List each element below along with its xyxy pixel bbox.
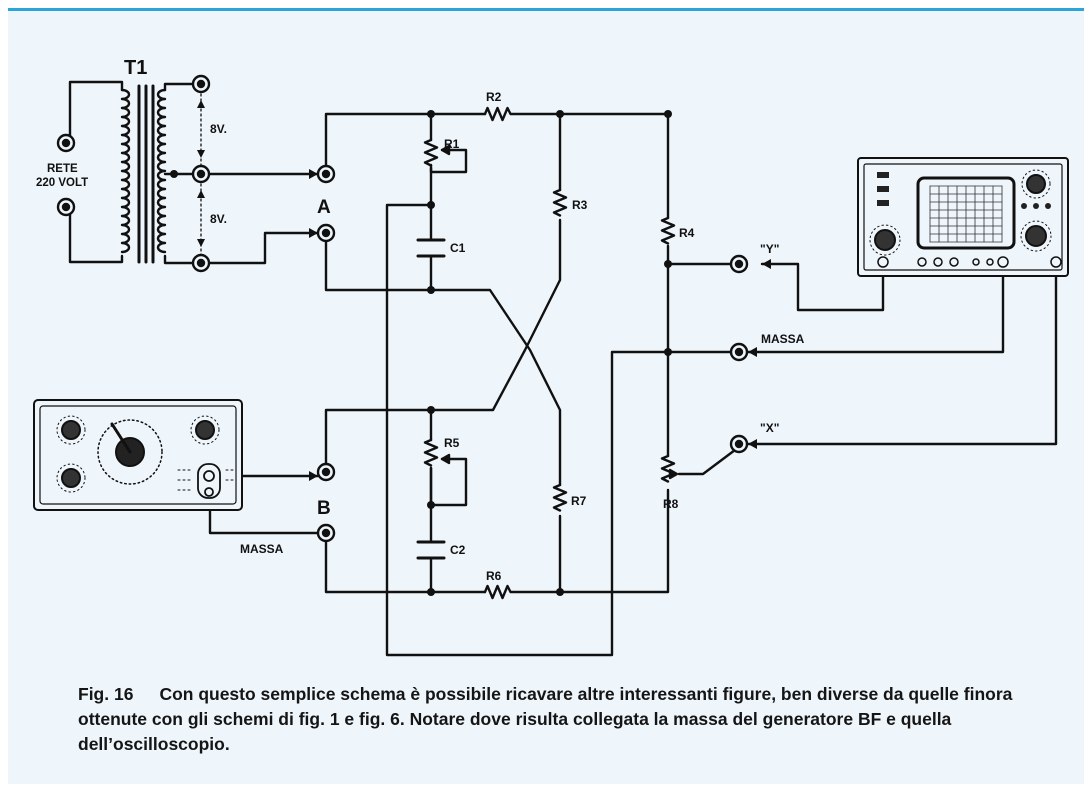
label-r4: R4	[679, 226, 695, 240]
r4-resistor	[660, 216, 676, 245]
label-b: B	[317, 498, 331, 519]
label-r2: R2	[486, 90, 502, 104]
generator-dial	[97, 419, 163, 485]
capacitors	[416, 238, 446, 560]
r6-resistor	[483, 584, 512, 600]
label-220-volt: 220 VOLT	[36, 177, 88, 189]
figure-caption-text: Con questo semplice schema è possibile r…	[78, 684, 1013, 754]
generator-knob-top-right	[190, 415, 220, 445]
figure-number: Fig. 16	[78, 684, 134, 704]
label-rete: RETE	[47, 163, 78, 175]
terminal-y	[729, 254, 749, 274]
junction-dots	[170, 110, 672, 596]
primary-winding	[120, 88, 131, 254]
label-massa-left: MASSA	[240, 542, 284, 556]
label-r8: R8	[663, 497, 679, 511]
terminal-8v-bottom	[191, 253, 211, 273]
r7-resistor	[552, 483, 568, 512]
bf-generator	[33, 399, 243, 511]
oscilloscope	[857, 157, 1069, 277]
terminal-x	[729, 434, 749, 454]
label-r3: R3	[572, 198, 588, 212]
oscilloscope-graticule	[929, 185, 1003, 243]
label-x: "X"	[760, 421, 779, 435]
label-8v-top: 8V.	[210, 122, 227, 136]
label-r7: R7	[571, 494, 587, 508]
terminal-a2	[316, 223, 336, 243]
terminal-rete-top	[56, 133, 76, 153]
terminal-a1	[316, 164, 336, 184]
oscilloscope-bottom-controls	[877, 256, 1062, 268]
r1-resistor	[423, 138, 439, 167]
terminal-massa	[729, 342, 749, 362]
r8-resistor	[660, 454, 676, 483]
label-a: A	[317, 197, 331, 218]
generator-knob-top-left	[56, 415, 86, 445]
resistors	[423, 106, 679, 600]
label-c2: C2	[450, 543, 466, 557]
schematic-labels: T1 RETE 220 VOLT 8V. 8V. A B R1 R2 R3 R4…	[36, 57, 805, 583]
secondary-winding	[156, 88, 167, 254]
terminal-8v-top	[191, 74, 211, 94]
label-c1: C1	[450, 241, 466, 255]
label-r6: R6	[486, 569, 502, 583]
r3-resistor	[552, 188, 568, 217]
oscilloscope-knob-bottom-right	[1020, 220, 1052, 252]
transformer-t1	[68, 80, 202, 265]
label-8v-bottom: 8V.	[210, 212, 227, 226]
oscilloscope-knob-left	[869, 224, 901, 256]
terminal-8v-center	[191, 164, 211, 184]
terminal-b2	[316, 523, 336, 543]
terminal-rete-bottom	[56, 197, 76, 217]
r5-wiper	[429, 457, 468, 507]
label-y: "Y"	[760, 242, 779, 256]
label-r1: R1	[444, 137, 460, 151]
label-r5: R5	[444, 436, 460, 450]
generator-knob-bottom-left	[56, 463, 86, 493]
terminal-b1	[316, 462, 336, 482]
arrowheads	[197, 100, 771, 481]
label-t1: T1	[124, 57, 147, 79]
label-massa-right: MASSA	[761, 332, 805, 346]
terminals	[56, 74, 749, 543]
r5-resistor	[423, 438, 439, 467]
oscilloscope-knob-top-right	[1021, 169, 1051, 199]
generator-output-jack	[197, 463, 221, 499]
r1-wiper	[429, 148, 468, 174]
r2-resistor	[483, 106, 512, 122]
